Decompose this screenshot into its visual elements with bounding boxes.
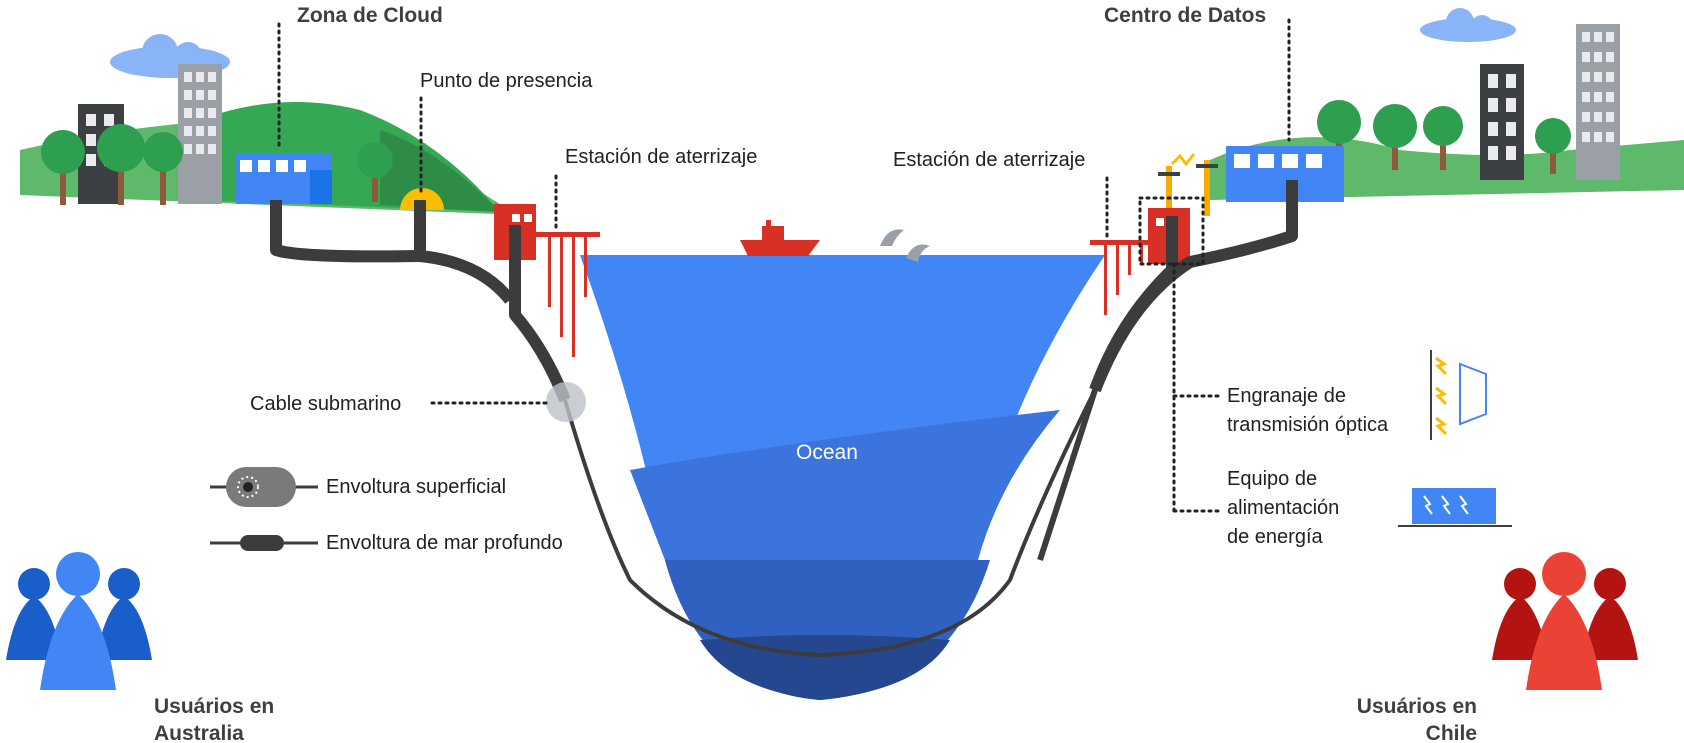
power-label-line1: Equipo de <box>1227 468 1317 490</box>
right-landscape <box>1158 8 1684 216</box>
cloud-zone-building-icon <box>236 154 332 204</box>
ship-icon <box>740 220 820 256</box>
pop-label: Punto de presencia <box>420 70 593 92</box>
optical-transmission-icon <box>1430 350 1487 440</box>
ocean-label: Ocean <box>796 441 858 464</box>
power-label-line2: alimentación <box>1227 497 1339 519</box>
landing-station-right-label: Estación de aterrizaje <box>893 149 1085 171</box>
users-australia-label-line2: Australia <box>154 722 244 743</box>
building-icon <box>1576 24 1620 180</box>
power-pole-icon <box>1158 153 1218 216</box>
landing-station-left-label: Estación de aterrizaje <box>565 146 757 168</box>
submarine-cable-label: Cable submarino <box>250 393 401 415</box>
cable-highlight-icon <box>546 382 586 422</box>
optical-gear-label-line1: Engranaje de <box>1227 385 1346 407</box>
users-australia-label-line1: Usuários en <box>154 695 274 718</box>
cloud-zone-label: Zona de Cloud <box>297 4 443 27</box>
submarine-cable <box>270 180 1298 658</box>
ocean: Ocean <box>580 255 1105 700</box>
legend-surface-wrap: Envoltura superficial <box>210 467 506 507</box>
users-australia-icon <box>6 552 152 690</box>
cloud-icon <box>110 34 230 78</box>
building-icon <box>178 64 222 204</box>
dolphin-icon <box>880 229 930 262</box>
users-chile-label-line2: Chile <box>1426 722 1477 743</box>
tree-icon <box>41 124 393 205</box>
legend-deep-sea-wrap: Envoltura de mar profundo <box>210 532 563 554</box>
optical-gear-label-line2: transmisión óptica <box>1227 414 1389 436</box>
left-landscape <box>20 34 520 215</box>
data-center-label: Centro de Datos <box>1104 4 1266 27</box>
data-center-building-icon <box>1226 146 1344 202</box>
point-of-presence-icon <box>400 188 444 210</box>
power-label-line3: de energía <box>1227 526 1324 548</box>
surface-wrap-label: Envoltura superficial <box>326 476 506 498</box>
power-equipment-icon <box>1398 488 1512 527</box>
users-chile-icon <box>1492 552 1638 690</box>
building-icon <box>1480 64 1524 180</box>
users-chile-label-line1: Usuários en <box>1357 695 1477 718</box>
deep-sea-wrap-label: Envoltura de mar profundo <box>326 532 563 554</box>
cloud-icon <box>1420 8 1516 42</box>
